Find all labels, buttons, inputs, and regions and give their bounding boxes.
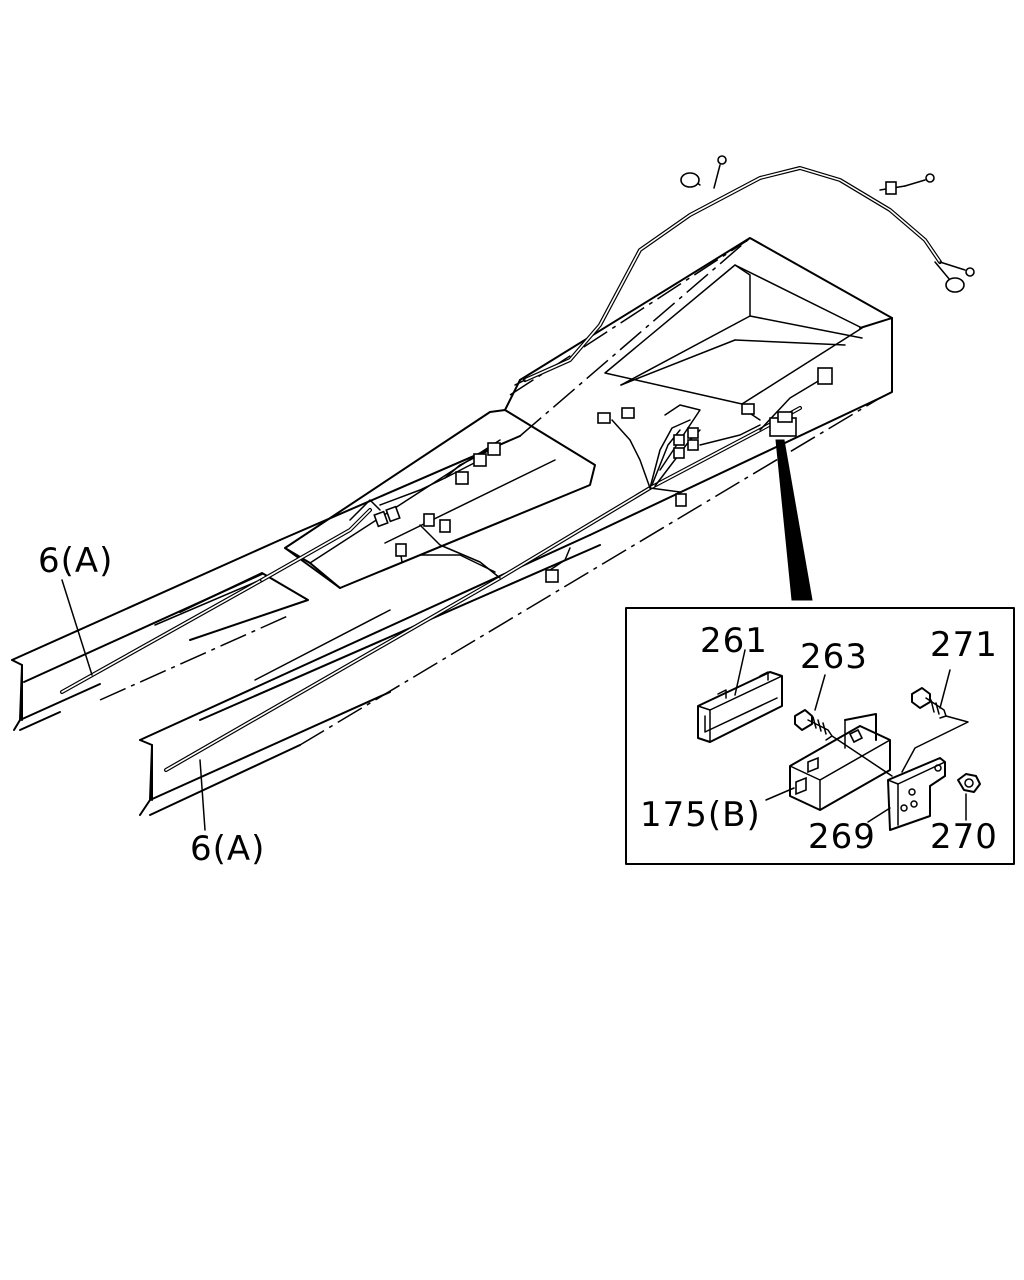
harness-connectors: [373, 155, 975, 583]
label-main-harness-upper: 6(A): [38, 541, 113, 581]
label-bracket: 269: [808, 817, 876, 857]
label-upper-bolt: 271: [930, 625, 998, 665]
detail-box: [625, 607, 1015, 865]
upper-bolt-part: [901, 669, 969, 773]
detail-callout-pointer: [775, 439, 813, 601]
cover-part: [697, 649, 783, 743]
bracket-part: [867, 757, 946, 831]
main-harness: [60, 164, 966, 772]
leader-6a-lower: [199, 759, 206, 831]
label-junction-block: 175(B): [640, 795, 761, 835]
label-cover: 261: [700, 621, 768, 661]
floor-frame: [11, 237, 893, 816]
label-main-harness-lower: 6(A): [190, 829, 265, 869]
label-nut: 270: [930, 817, 998, 857]
junction-block-part: [765, 713, 891, 811]
label-bolt: 263: [800, 637, 868, 677]
nut-part: [957, 773, 981, 821]
leader-6a-upper: [61, 579, 93, 676]
